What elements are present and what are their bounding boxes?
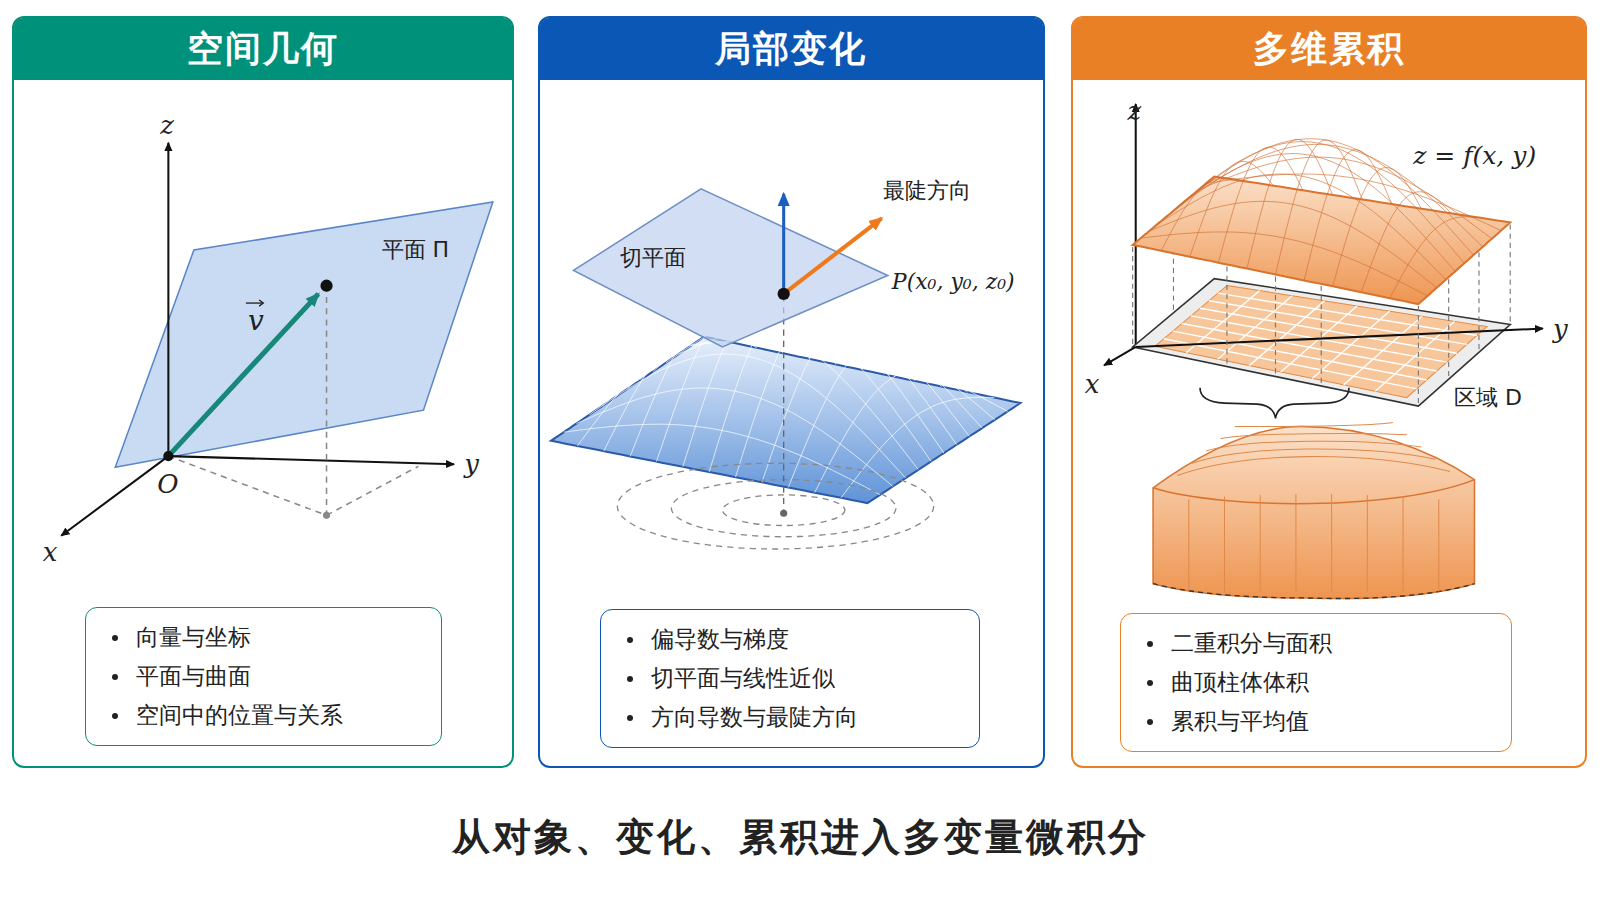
- illustration-stroke: [1312, 311, 1389, 378]
- panel-heading: 局部变化: [540, 18, 1043, 80]
- bullet-item: 方向导数与最陡方向: [623, 698, 965, 737]
- topic-list: 二重积分与面积曲顶柱体体积累积与平均值: [1120, 613, 1512, 752]
- illustration-stroke: [1448, 279, 1449, 379]
- figure-label: 最陡方向: [883, 176, 971, 206]
- illustration-stroke: [1375, 321, 1454, 391]
- column-line: [1295, 494, 1296, 592]
- grid-line: [841, 397, 994, 498]
- bullet-item: 曲顶柱体体积: [1143, 663, 1497, 702]
- topic-list: 偏导数与梯度切平面与线性近似方向导数与最陡方向: [600, 609, 980, 748]
- grid-line: [1304, 150, 1392, 281]
- illustration-stroke: [1510, 224, 1511, 324]
- surface: [551, 337, 1020, 503]
- math-label: y: [1553, 314, 1568, 344]
- grid-line: [1333, 168, 1422, 287]
- grid-line: [1218, 147, 1303, 263]
- illustration-stroke: [1478, 252, 1479, 352]
- illustration-stroke: [1321, 286, 1322, 386]
- math-label: v: [248, 304, 264, 337]
- bullet-item: 二重积分与面积: [1143, 624, 1497, 663]
- grid-line: [762, 316, 915, 482]
- grid-line: [1206, 174, 1501, 231]
- topic-panel: 局部变化偏导数与梯度切平面与线性近似方向导数与最陡方向: [538, 16, 1045, 768]
- bullet-item: 累积与平均值: [1143, 702, 1497, 741]
- column-line: [1260, 495, 1261, 592]
- bullet-item: 平面与曲面: [108, 657, 427, 696]
- figure-label: 平面 Π: [382, 235, 450, 265]
- grid-line: [1165, 154, 1455, 272]
- grid-line: [1206, 441, 1421, 451]
- math-label: P(x₀, y₀, z₀): [892, 269, 1015, 294]
- grid-line: [691, 338, 1007, 411]
- column-line: [1403, 497, 1404, 592]
- cells: [1155, 285, 1487, 397]
- illustration-stroke: [1226, 266, 1227, 366]
- grid-line: [615, 304, 931, 461]
- column-line: [1224, 497, 1225, 592]
- panel-heading: 空间几何: [14, 18, 512, 80]
- grid-line: [1192, 449, 1436, 463]
- illustration-stroke: [1132, 247, 1133, 347]
- grid-line: [564, 424, 880, 495]
- figure-label: 区域 D: [1454, 383, 1522, 413]
- math-label: z: [160, 110, 174, 140]
- math-label: z: [1128, 96, 1142, 126]
- topic-panel: 空间几何向量与坐标平面与曲面空间中的位置与关系: [12, 16, 514, 768]
- surface: [1133, 177, 1511, 305]
- grid-line: [1390, 217, 1481, 298]
- math-label: x: [43, 537, 58, 567]
- grid-line: [577, 388, 893, 486]
- column-line: [1331, 494, 1332, 592]
- caption: 从对象、变化、累积进入多变量微积分: [0, 812, 1600, 863]
- grid-line: [589, 354, 905, 478]
- topic-list: 向量与坐标平面与曲面空间中的位置与关系: [85, 607, 442, 746]
- grid-line: [1178, 457, 1450, 476]
- bullet-item: 向量与坐标: [108, 618, 427, 657]
- math-label: y: [464, 449, 479, 479]
- illustration-stroke: [1418, 306, 1419, 406]
- region: [1133, 279, 1511, 407]
- illustration-stroke: [1275, 277, 1276, 377]
- column-line: [1367, 495, 1368, 592]
- math-label: z = f(x, y): [1413, 141, 1536, 170]
- panel-heading: 多维累积: [1073, 18, 1584, 80]
- math-label: O: [157, 469, 178, 499]
- bullet-item: 空间中的位置与关系: [108, 696, 427, 735]
- column-line: [1188, 499, 1189, 592]
- bullet-item: 切平面与线性近似: [623, 659, 965, 698]
- bullet-item: 偏导数与梯度: [623, 620, 965, 659]
- illustration-stroke: [1218, 293, 1477, 335]
- column-line: [1438, 499, 1439, 592]
- grid-line: [815, 370, 968, 492]
- grid-line: [1220, 433, 1407, 438]
- grid-line: [1141, 232, 1428, 296]
- math-label: x: [1085, 369, 1100, 399]
- grid-line: [1361, 192, 1451, 293]
- grid-line: [1235, 422, 1393, 426]
- illustration-stroke: [1344, 316, 1422, 385]
- figure-label: 切平面: [620, 243, 686, 273]
